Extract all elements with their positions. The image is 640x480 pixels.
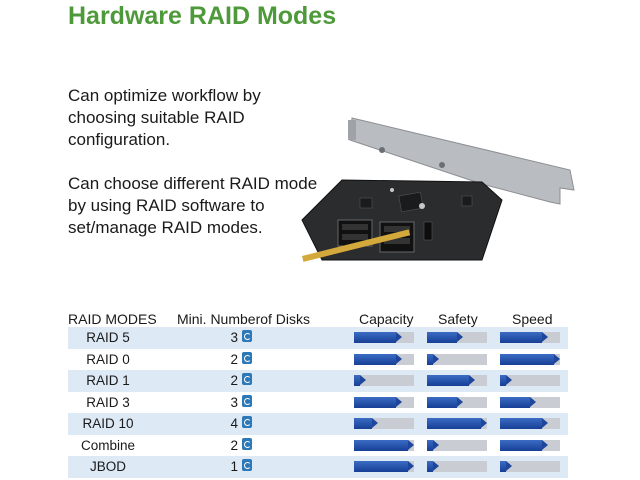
safety-bar-fill: [427, 375, 475, 386]
header-capacity: Capacity: [359, 311, 414, 327]
disk-icon: [242, 330, 252, 342]
speed-bar-fill: [500, 396, 536, 408]
min-disks-value: 3: [230, 394, 238, 410]
raid-mode-name: JBOD: [89, 459, 126, 474]
capacity-bar-fill: [354, 439, 414, 451]
speed-bar: [500, 461, 560, 472]
disk-icon: [242, 459, 252, 471]
safety-bar: [427, 461, 487, 472]
safety-bar: [427, 332, 487, 343]
capacity-bar: [354, 375, 414, 386]
capacity-bar-fill: [354, 375, 366, 386]
safety-bar: [427, 439, 487, 451]
table-row: Combine 2: [68, 435, 568, 457]
raid-mode-name: RAID 3: [86, 394, 130, 410]
speed-bar-fill: [500, 375, 512, 386]
capacity-bar: [354, 439, 414, 451]
raid-mode-name: RAID 5: [86, 330, 130, 345]
header-raid-modes: RAID MODES: [68, 311, 157, 327]
speed-bar: [500, 418, 560, 429]
capacity-bar-fill: [354, 461, 414, 472]
min-disks-value: 3: [230, 330, 238, 345]
raid-mode-name: Combine: [80, 437, 136, 453]
safety-bar-fill: [427, 461, 439, 472]
speed-bar: [500, 375, 560, 386]
speed-bar: [500, 439, 560, 451]
feature-line: Can optimize workflow by: [68, 86, 261, 105]
table-row: RAID 5 3: [68, 327, 568, 349]
speed-bar-fill: [500, 461, 512, 472]
capacity-bar: [354, 418, 414, 429]
raid-mode-name: RAID 1: [86, 373, 130, 388]
table-row: RAID 0 2: [68, 349, 568, 371]
feature-text-software: Can choose different RAID mode by using …: [68, 173, 317, 239]
speed-bar: [500, 353, 560, 365]
raid-mode-name: RAID 10: [82, 416, 134, 431]
raid-card-image: [301, 117, 575, 262]
min-disks-value: 2: [230, 437, 238, 453]
feature-line: configuration.: [68, 130, 171, 149]
feature-line: Can choose different RAID mode: [68, 174, 318, 193]
capacity-bar-fill: [354, 418, 378, 429]
safety-bar-fill: [427, 439, 439, 451]
capacity-bar: [354, 353, 414, 365]
disk-icon: [242, 416, 252, 428]
page-title: Hardware RAID Modes: [68, 2, 337, 30]
safety-bar-fill: [427, 332, 463, 343]
header-min-disks: Mini. Numberof Disks: [177, 311, 311, 327]
capacity-bar: [354, 396, 414, 408]
table-row: RAID 10 4: [68, 413, 568, 435]
feature-line: choosing suitable RAID: [68, 108, 245, 127]
min-disks-value: 1: [230, 459, 238, 474]
feature-text-optimize: Can optimize workflow by choosing suitab…: [68, 85, 261, 151]
feature-line: set/manage RAID modes.: [68, 218, 263, 237]
disk-icon: [242, 373, 252, 385]
table-row: RAID 3 3: [68, 392, 568, 414]
safety-bar: [427, 375, 487, 386]
capacity-bar-fill: [354, 396, 402, 408]
min-disks-value: 2: [230, 373, 238, 388]
speed-bar: [500, 332, 560, 343]
header-safety: Safety: [438, 311, 478, 327]
feature-line: by using RAID software to: [68, 196, 265, 215]
speed-bar-fill: [500, 418, 548, 429]
safety-bar: [427, 396, 487, 408]
disk-icon: [242, 394, 252, 407]
disk-icon: [242, 437, 252, 450]
table-row: RAID 1 2: [68, 370, 568, 392]
capacity-bar-fill: [354, 332, 402, 343]
safety-bar: [427, 353, 487, 365]
capacity-bar: [354, 332, 414, 343]
header-speed: Speed: [512, 311, 553, 327]
speed-bar-fill: [500, 353, 560, 365]
min-disks-value: 4: [230, 416, 238, 431]
capacity-bar: [354, 461, 414, 472]
safety-bar: [427, 418, 487, 429]
speed-bar-fill: [500, 332, 548, 343]
speed-bar-fill: [500, 439, 548, 451]
disk-icon: [242, 351, 252, 364]
safety-bar-fill: [427, 353, 439, 365]
safety-bar-fill: [427, 418, 487, 429]
capacity-bar-fill: [354, 353, 402, 365]
speed-bar: [500, 396, 560, 408]
raid-mode-name: RAID 0: [86, 351, 130, 367]
min-disks-value: 2: [230, 351, 238, 367]
safety-bar-fill: [427, 396, 463, 408]
table-row: JBOD 1: [68, 456, 568, 478]
